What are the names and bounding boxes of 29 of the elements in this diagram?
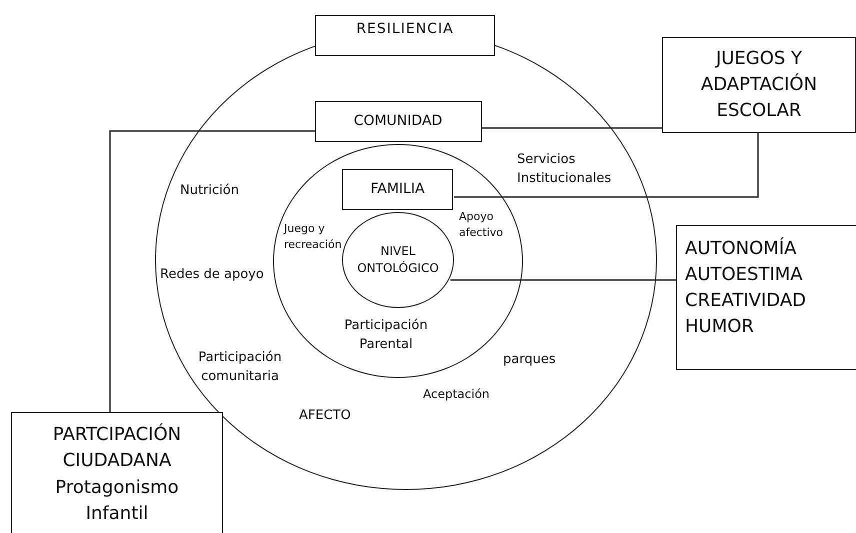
connector-line bbox=[109, 130, 315, 412]
connector-line bbox=[450, 279, 676, 281]
area-label: Servicios Institucionales bbox=[517, 151, 612, 188]
node-title: RESILIENCIA bbox=[356, 20, 454, 39]
area-label: Participación comunitaria bbox=[197, 349, 283, 386]
label-box bbox=[342, 169, 453, 210]
node-title: JUEGOS Y ADAPTACIÓN ESCOLAR bbox=[700, 46, 818, 124]
node-title: COMUNIDAD bbox=[354, 112, 442, 131]
area-label: Redes de apoyo bbox=[160, 266, 265, 284]
area-label: Juego y recreación bbox=[284, 221, 343, 253]
area-label: Aceptación bbox=[423, 386, 491, 403]
node-subtitle: Protagonismo Infantil bbox=[54, 476, 180, 526]
area-label: parques bbox=[503, 351, 557, 369]
heading-box bbox=[315, 15, 495, 56]
area-label: Participación Parental bbox=[343, 317, 429, 354]
area-label: Apoyo afectivo bbox=[459, 209, 504, 241]
outcome-box bbox=[662, 37, 856, 133]
connector-line bbox=[482, 127, 662, 129]
node-title: AUTONOMÍA AUTOESTIMA CREATIVIDAD HUMOR bbox=[685, 236, 808, 340]
node-title: FAMILIA bbox=[370, 180, 425, 200]
node-title: PARTCIPACIÓN CIUDADANA bbox=[52, 422, 182, 474]
connector-line bbox=[454, 133, 759, 198]
area-label: AFECTO bbox=[299, 407, 352, 425]
label-box bbox=[314, 100, 482, 142]
outcome-box bbox=[676, 225, 856, 370]
outcome-box bbox=[11, 412, 223, 533]
area-label: Nutrición bbox=[180, 182, 240, 200]
node-title: NIVEL ONTOLÓGICO bbox=[356, 242, 440, 277]
core-circle bbox=[342, 212, 454, 308]
